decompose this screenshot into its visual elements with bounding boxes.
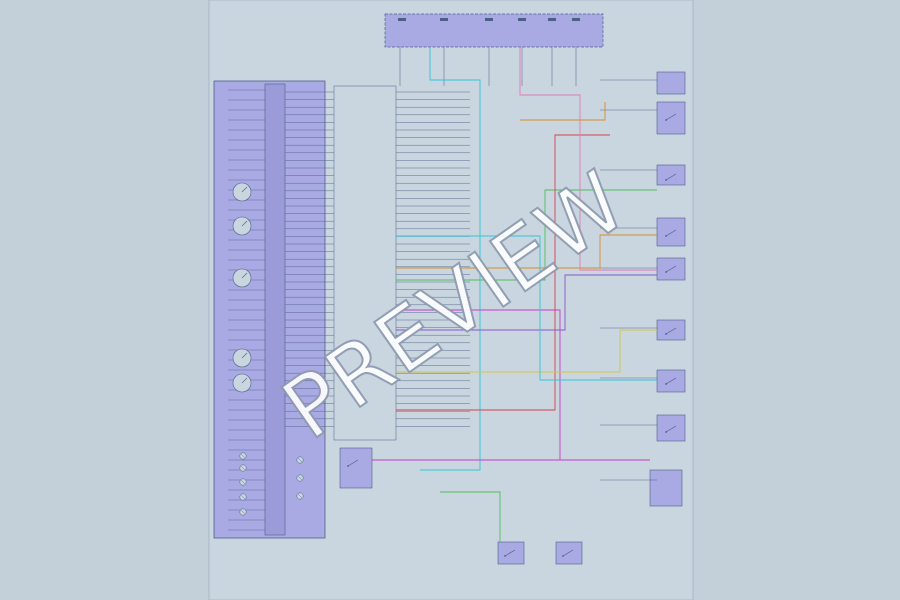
switch-icon: [504, 549, 516, 557]
switch-icon: [347, 459, 359, 467]
switch-icon: [665, 173, 677, 181]
ink-wires: [228, 47, 657, 531]
color-wire: [520, 102, 606, 121]
switch-icon: [665, 113, 677, 121]
top-junction-box: [384, 13, 604, 48]
switch-icon: [665, 265, 677, 273]
lamp-cross: [240, 465, 246, 471]
switch-icon: [665, 377, 677, 385]
gauge-needle: [241, 377, 248, 384]
color-wire: [396, 329, 657, 373]
lamp-cross: [240, 509, 246, 515]
top-module-pins: [398, 18, 580, 21]
lamp-cross: [240, 453, 246, 459]
switch-contact: [665, 383, 667, 385]
color-wire: [396, 274, 657, 331]
switch-symbols: [347, 113, 677, 557]
colored-wires: [372, 47, 657, 542]
lamp-cross: [297, 475, 303, 481]
cluster-lamps: [239, 452, 304, 516]
switch-icon: [562, 549, 574, 557]
cluster-gauges: [232, 182, 252, 393]
lamp-cross: [240, 479, 246, 485]
color-wire: [396, 134, 610, 411]
switch-contact: [665, 235, 667, 237]
switch-contact: [665, 179, 667, 181]
switch-contact: [665, 119, 667, 121]
cluster-processor-bar: [264, 83, 286, 536]
gauge-needle: [241, 272, 248, 279]
lamp-cross: [297, 493, 303, 499]
color-wire: [519, 47, 657, 271]
switch-contact: [504, 555, 506, 557]
lamp-cross: [297, 457, 303, 463]
gauge-needle: [241, 186, 248, 193]
color-wire: [396, 234, 657, 269]
switch-icon: [665, 229, 677, 237]
color-wire: [420, 47, 481, 471]
color-wire: [372, 309, 561, 461]
color-wire: [396, 189, 657, 281]
lamp-cross: [240, 494, 246, 500]
switch-contact: [347, 465, 349, 467]
color-wire: [396, 235, 657, 381]
color-wire: [440, 491, 501, 542]
switch-contact: [665, 333, 667, 335]
switch-contact: [665, 271, 667, 273]
switch-icon: [665, 327, 677, 335]
gauge-needle: [241, 352, 248, 359]
switch-icon: [665, 425, 677, 433]
switch-contact: [665, 431, 667, 433]
switch-contact: [562, 555, 564, 557]
main-connector: [333, 85, 397, 441]
gauge-needle: [241, 220, 248, 227]
